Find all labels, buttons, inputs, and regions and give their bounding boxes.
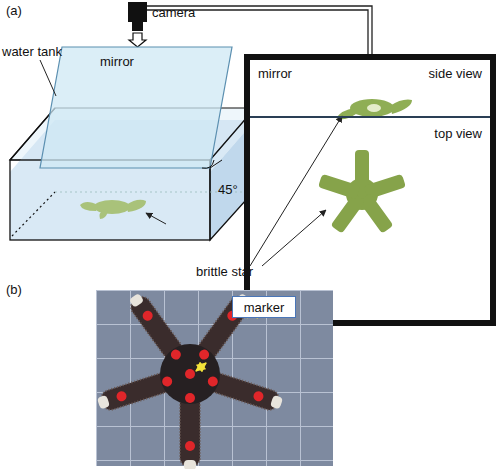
leader-arrow [262,210,326,266]
distance-arrow [196,363,206,371]
part-label: mirror [100,54,134,69]
node-text: marker [244,300,284,315]
leader-arrow [146,213,166,224]
panel-label: (a) [6,3,22,18]
photo-background [96,290,333,466]
mirror-plate [40,47,232,168]
node-text: mirror [258,66,292,81]
monitor-frame [247,57,493,323]
camera-symbol [128,2,147,47]
side-view-panel: mirror side view [250,60,490,118]
angle-arc [202,160,222,168]
leader-arrow [250,116,342,266]
node-text: side view [429,66,482,81]
panel-label: (b) [6,282,22,297]
node-text: top view [434,126,482,141]
marker-box: marker [232,296,296,318]
brittle-star-photo [97,293,283,469]
part-label: water tank [2,44,62,59]
leader-line [40,60,56,96]
part-label: brittle star [196,264,253,279]
device-label: camera [152,5,195,20]
angle-label: 45° [218,182,238,197]
top-view-panel: top view [250,118,490,320]
brittle-star-top [318,150,406,234]
brittle-star-side [80,200,146,219]
